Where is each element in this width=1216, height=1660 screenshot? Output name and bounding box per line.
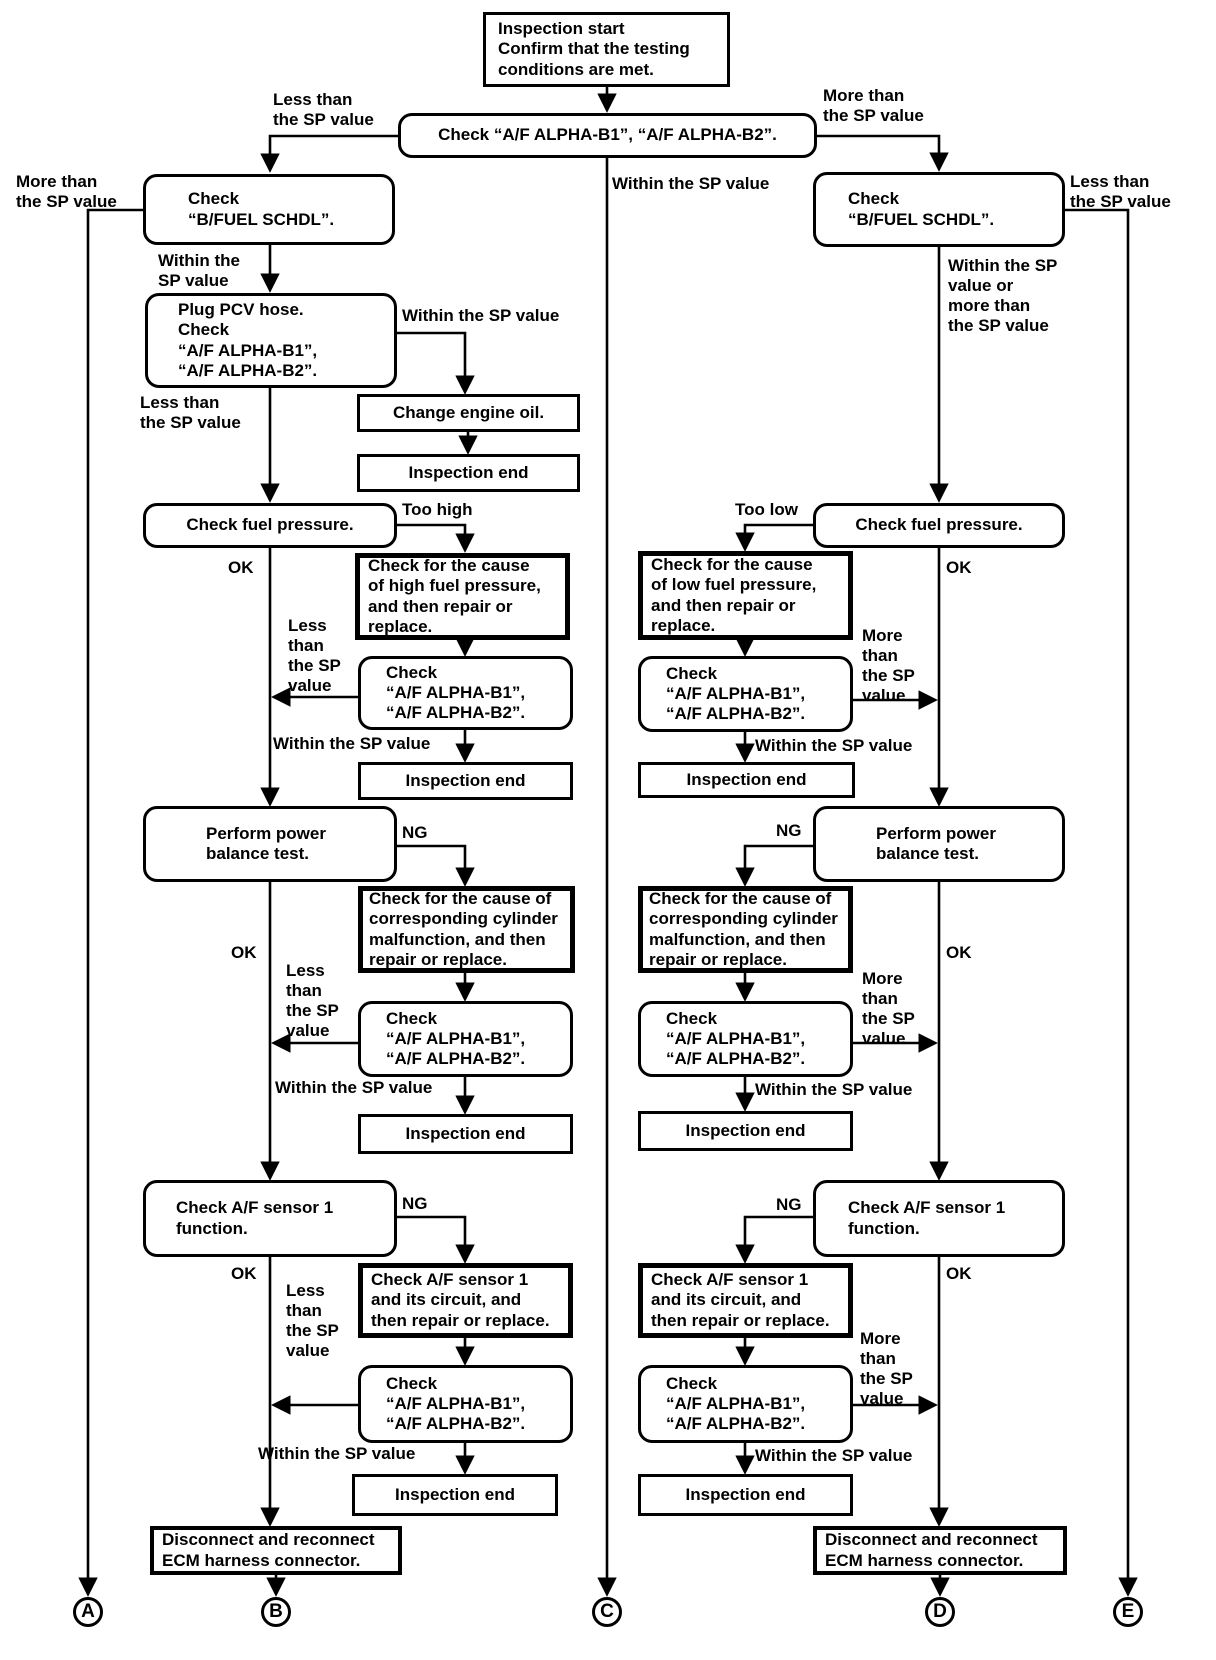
edge-label-ok-right-1: OK xyxy=(946,558,972,577)
edge-label-more-than-sp-far-left: More than the SP value xyxy=(16,172,117,211)
node-check-af-alpha-left-2: Check “A/F ALPHA-B1”, “A/F ALPHA-B2”. xyxy=(358,656,573,730)
connector-terminal-b: B xyxy=(261,1597,291,1627)
node-check-af-sensor-right: Check A/F sensor 1 function. xyxy=(813,1180,1065,1257)
edge-label-ok-right-3: OK xyxy=(946,1264,972,1283)
edge-label-within-sp-right-row2: Within the SP value xyxy=(755,736,913,755)
edge-label-ng-left-1: NG xyxy=(402,823,428,842)
node-plug-pcv-hose: Plug PCV hose. Check “A/F ALPHA-B1”, “A/… xyxy=(145,293,397,388)
node-check-fuel-pressure-left: Check fuel pressure. xyxy=(143,503,397,548)
node-cause-cylinder-right: Check for the cause of corresponding cyl… xyxy=(638,886,853,973)
node-inspection-end-3: Inspection end xyxy=(358,1114,573,1154)
edge-label-less-than-sp-below-pcv: Less than the SP value xyxy=(140,393,241,432)
edge-label-within-sp-left-row3: Within the SP value xyxy=(275,1078,433,1097)
node-ecm-connector-left: Disconnect and reconnect ECM harness con… xyxy=(150,1526,402,1575)
node-inspection-end-5: Inspection end xyxy=(638,762,855,798)
edge-label-within-or-more-right-bfuel: Within the SP value or more than the SP … xyxy=(948,256,1058,335)
edge-label-within-sp-left-row4: Within the SP value xyxy=(258,1444,416,1463)
edge-label-more-than-sp-right-row4: More than the SP value xyxy=(860,1329,913,1408)
connector-terminal-c: C xyxy=(592,1597,622,1627)
edge-label-more-than-sp-right-row3: More than the SP value xyxy=(862,969,915,1048)
node-inspection-end-7: Inspection end xyxy=(638,1474,853,1516)
node-cause-high-fuel-pressure: Check for the cause of high fuel pressur… xyxy=(355,553,570,640)
edge-label-within-sp-left-row2: Within the SP value xyxy=(273,734,431,753)
edge-label-within-sp-right-row4: Within the SP value xyxy=(755,1446,913,1465)
edge-label-less-than-sp-left-row3: Less than the SP value xyxy=(286,961,339,1040)
edge-label-ok-left-1: OK xyxy=(228,558,254,577)
node-check-fuel-pressure-right: Check fuel pressure. xyxy=(813,503,1065,548)
node-inspection-end-6: Inspection end xyxy=(638,1111,853,1151)
edge-label-less-than-sp-far-right: Less than the SP value xyxy=(1070,172,1171,211)
node-check-af-sensor-left: Check A/F sensor 1 function. xyxy=(143,1180,397,1257)
node-cause-cylinder-left: Check for the cause of corresponding cyl… xyxy=(358,886,575,973)
node-cause-low-fuel-pressure: Check for the cause of low fuel pressure… xyxy=(638,551,853,640)
node-inspection-end-2: Inspection end xyxy=(358,762,573,800)
edge-label-ng-right-1: NG xyxy=(776,821,802,840)
edge-label-less-than-sp-top-left: Less than the SP value xyxy=(273,90,374,129)
node-ecm-connector-right: Disconnect and reconnect ECM harness con… xyxy=(813,1526,1067,1575)
node-check-af-alpha-left-3: Check “A/F ALPHA-B1”, “A/F ALPHA-B2”. xyxy=(358,1001,573,1077)
node-check-af-alpha-right-2: Check “A/F ALPHA-B1”, “A/F ALPHA-B2”. xyxy=(638,656,853,732)
node-change-engine-oil: Change engine oil. xyxy=(357,394,580,432)
edge-label-ok-left-2: OK xyxy=(231,943,257,962)
node-inspection-start: Inspection start Confirm that the testin… xyxy=(483,12,730,87)
edge-label-less-than-sp-left-row2: Less than the SP value xyxy=(288,616,341,695)
node-check-af-alpha-top: Check “A/F ALPHA-B1”, “A/F ALPHA-B2”. xyxy=(398,113,817,158)
node-sensor-circuit-right: Check A/F sensor 1 and its circuit, and … xyxy=(638,1263,853,1338)
node-check-af-alpha-right-4: Check “A/F ALPHA-B1”, “A/F ALPHA-B2”. xyxy=(638,1365,853,1443)
edge-label-more-than-sp-right-row2: More than the SP value xyxy=(862,626,915,705)
node-check-bfuel-schdl-left: Check “B/FUEL SCHDL”. xyxy=(143,174,395,245)
edge-label-ok-right-2: OK xyxy=(946,943,972,962)
edge-label-ok-left-3: OK xyxy=(231,1264,257,1283)
node-check-af-alpha-left-4: Check “A/F ALPHA-B1”, “A/F ALPHA-B2”. xyxy=(358,1365,573,1443)
edge-label-within-sp-right-row3: Within the SP value xyxy=(755,1080,913,1099)
node-power-balance-left: Perform power balance test. xyxy=(143,806,397,882)
edge-label-too-high: Too high xyxy=(402,500,473,519)
edge-label-within-sp-center: Within the SP value xyxy=(612,174,770,193)
node-inspection-end-4: Inspection end xyxy=(352,1474,558,1516)
edge-label-within-sp-to-oil-change: Within the SP value xyxy=(402,306,560,325)
edge-label-more-than-sp-top-right: More than the SP value xyxy=(823,86,924,125)
edge-label-ng-right-2: NG xyxy=(776,1195,802,1214)
node-sensor-circuit-left: Check A/F sensor 1 and its circuit, and … xyxy=(358,1263,573,1338)
edge-label-too-low: Too low xyxy=(735,500,798,519)
node-check-bfuel-schdl-right: Check “B/FUEL SCHDL”. xyxy=(813,172,1065,247)
connector-terminal-d: D xyxy=(925,1597,955,1627)
node-power-balance-right: Perform power balance test. xyxy=(813,806,1065,882)
connector-terminal-e: E xyxy=(1113,1597,1143,1627)
edge-label-ng-left-2: NG xyxy=(402,1194,428,1213)
connector-terminal-a: A xyxy=(73,1597,103,1627)
node-check-af-alpha-right-3: Check “A/F ALPHA-B1”, “A/F ALPHA-B2”. xyxy=(638,1001,853,1077)
edge-label-within-sp-left-bfuel: Within the SP value xyxy=(158,251,240,290)
edge-label-less-than-sp-left-row4: Less than the SP value xyxy=(286,1281,339,1360)
node-inspection-end-1: Inspection end xyxy=(357,454,580,492)
